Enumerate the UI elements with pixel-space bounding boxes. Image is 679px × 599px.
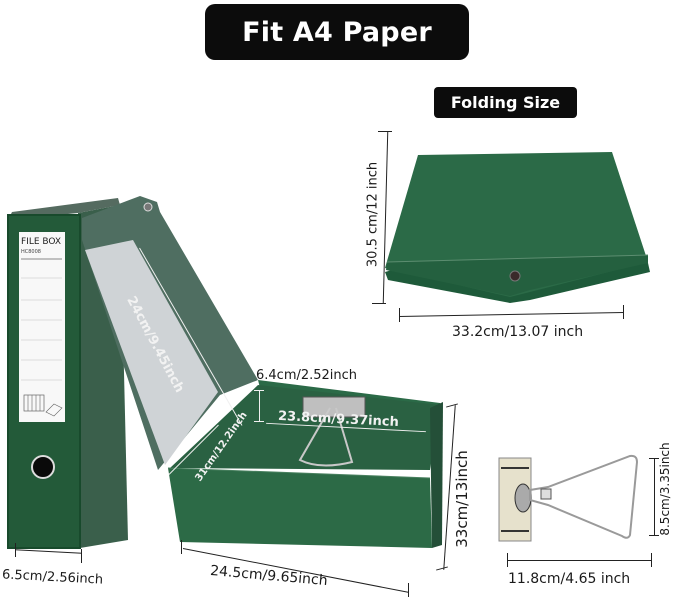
clip-height-line: [654, 458, 655, 536]
page-title: Fit A4 Paper: [242, 16, 432, 48]
spine-height-label: 6.4cm/2.52inch: [256, 368, 358, 383]
spine-height-line: [259, 390, 260, 422]
title-badge: Fit A4 Paper: [205, 4, 469, 60]
clip-width-label: 11.8cm/4.65 inch: [508, 571, 631, 587]
spine-label-title: FILE BOX: [21, 237, 62, 247]
clip-width-line: [507, 560, 652, 561]
clip-height-label: 8.5cm/3.35inch: [658, 442, 672, 536]
folding-width-label: 33.2cm/13.07 inch: [452, 324, 584, 340]
spine-label-code: HC8008: [21, 249, 41, 255]
folding-size-badge: Folding Size: [434, 87, 577, 118]
folding-size-label: Folding Size: [450, 93, 561, 112]
